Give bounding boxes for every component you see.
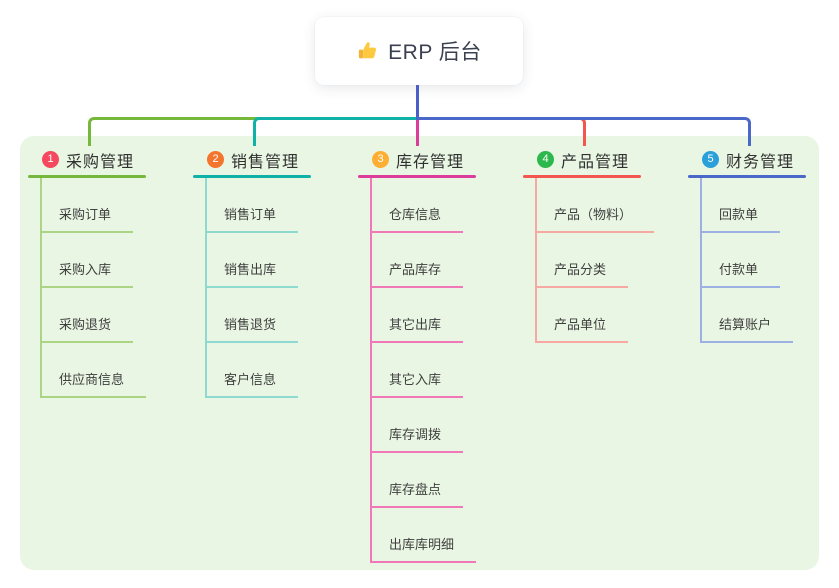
child-node[interactable]: 供应商信息 [42,372,147,398]
connector-branch-5 [416,117,751,146]
child-node[interactable]: 付款单 [702,262,781,288]
child-row: 销售退货 [207,288,343,343]
child-row: 销售订单 [207,178,343,233]
child-row: 产品单位 [537,288,673,343]
root-node-label: ERP 后台 [388,41,482,64]
branch-children: 仓库信息产品库存其它出库其它入库库存调拨库存盘点出库库明细 [370,178,508,563]
branch-underline [193,175,311,178]
child-node[interactable]: 产品分类 [537,262,629,288]
child-node[interactable]: 仓库信息 [372,207,464,233]
child-node[interactable]: 产品库存 [372,262,464,288]
branch-node-4[interactable]: 4 产品管理 [523,149,673,171]
branch-node-2[interactable]: 2 销售管理 [193,149,343,171]
child-row: 付款单 [702,233,838,288]
child-node[interactable]: 销售出库 [207,262,299,288]
child-node[interactable]: 出库库明细 [372,537,477,563]
branch-label: 财务管理 [726,153,795,171]
child-row: 出库库明细 [372,508,508,563]
branch-underline [28,175,146,178]
thumbs-up-icon [356,40,379,63]
child-row: 产品库存 [372,233,508,288]
child-row: 库存调拨 [372,398,508,453]
root-node[interactable]: ERP 后台 [315,17,523,85]
connector-branch-3 [416,120,419,146]
child-row: 销售出库 [207,233,343,288]
branch-children: 回款单付款单结算账户 [700,178,838,343]
branch-column-3: 3 库存管理仓库信息产品库存其它出库其它入库库存调拨库存盘点出库库明细 [358,149,508,563]
branch-underline [358,175,476,178]
child-node[interactable]: 库存盘点 [372,482,464,508]
connector-branch-2 [253,117,419,146]
child-node[interactable]: 采购入库 [42,262,134,288]
child-node[interactable]: 其它出库 [372,317,464,343]
child-row: 采购入库 [42,233,178,288]
child-row: 供应商信息 [42,343,178,398]
branch-number-badge: 3 [372,151,389,168]
branch-label: 销售管理 [231,153,300,171]
child-node[interactable]: 结算账户 [702,317,794,343]
branch-node-3[interactable]: 3 库存管理 [358,149,508,171]
child-node[interactable]: 采购订单 [42,207,134,233]
trunk-line [416,85,419,120]
branch-label: 库存管理 [396,153,465,171]
child-row: 结算账户 [702,288,838,343]
branch-node-1[interactable]: 1 采购管理 [28,149,178,171]
child-node[interactable]: 回款单 [702,207,781,233]
branch-column-1: 1 采购管理采购订单采购入库采购退货供应商信息 [28,149,178,398]
branch-number-badge: 1 [42,151,59,168]
branch-number-badge: 2 [207,151,224,168]
child-row: 产品分类 [537,233,673,288]
child-row: 产品（物料） [537,178,673,233]
child-row: 客户信息 [207,343,343,398]
child-row: 采购退货 [42,288,178,343]
child-node[interactable]: 其它入库 [372,372,464,398]
branch-children: 采购订单采购入库采购退货供应商信息 [40,178,178,398]
branch-column-2: 2 销售管理销售订单销售出库销售退货客户信息 [193,149,343,398]
child-row: 采购订单 [42,178,178,233]
branch-number-badge: 4 [537,151,554,168]
branch-children: 产品（物料） 产品分类产品单位 [535,178,673,343]
child-row: 其它入库 [372,343,508,398]
branch-column-4: 4 产品管理产品（物料） 产品分类产品单位 [523,149,673,343]
child-row: 仓库信息 [372,178,508,233]
child-node[interactable]: 采购退货 [42,317,134,343]
canvas-panel [20,136,819,570]
branch-column-5: 5 财务管理回款单付款单结算账户 [688,149,838,343]
branch-underline [523,175,641,178]
child-node[interactable]: 库存调拨 [372,427,464,453]
child-row: 库存盘点 [372,453,508,508]
child-node[interactable]: 产品单位 [537,317,629,343]
branch-children: 销售订单销售出库销售退货客户信息 [205,178,343,398]
branch-label: 产品管理 [561,153,630,171]
branch-label: 采购管理 [66,153,135,171]
child-row: 其它出库 [372,288,508,343]
child-node[interactable]: 销售退货 [207,317,299,343]
branch-number-badge: 5 [702,151,719,168]
branch-underline [688,175,806,178]
child-row: 回款单 [702,178,838,233]
child-node[interactable]: 销售订单 [207,207,299,233]
child-node[interactable]: 客户信息 [207,372,299,398]
child-node[interactable]: 产品（物料） [537,207,655,233]
branch-node-5[interactable]: 5 财务管理 [688,149,838,171]
